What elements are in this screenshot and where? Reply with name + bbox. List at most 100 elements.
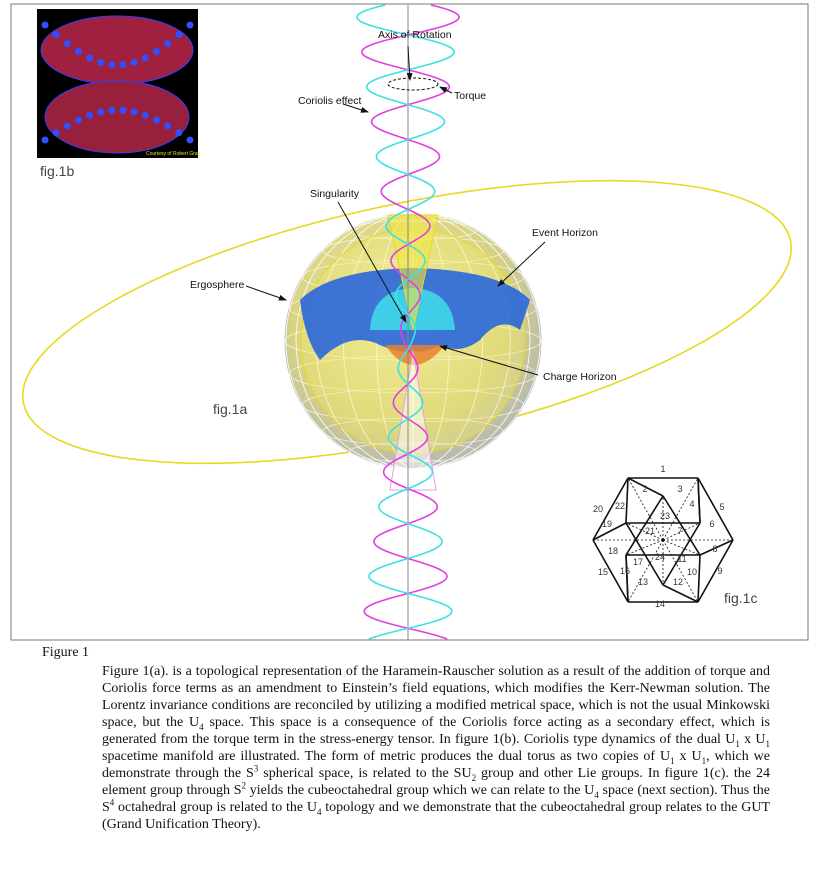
graph-edge — [592, 477, 629, 541]
torus-bead — [175, 129, 183, 137]
edge-number: 11 — [677, 554, 686, 564]
torus-bead — [164, 40, 172, 48]
subscript: 1 — [670, 755, 675, 766]
caption-text: spherical space, is related to the SU — [258, 766, 472, 781]
edge-number: 3 — [677, 484, 682, 494]
graph-edge — [662, 522, 701, 586]
edge-number: 7 — [677, 526, 682, 536]
figure-number: Figure 1 — [42, 645, 90, 660]
graph-edge — [662, 539, 701, 556]
caption-text: space (next section). Thus the S — [102, 783, 770, 815]
label-axis-of-rotation: Axis of Rotation — [378, 29, 452, 41]
torus-bead — [52, 129, 60, 137]
torus-bead — [41, 21, 49, 29]
edge-number: 24 — [655, 552, 665, 562]
torus-bead — [86, 111, 94, 119]
edge-number: 14 — [655, 599, 665, 609]
image-credit: Courtesy of Robert Gray — [146, 151, 201, 157]
torus-bead — [108, 106, 116, 114]
graph-edge — [625, 522, 664, 541]
caption-text: Figure 1(a). is a topological representa… — [102, 664, 770, 730]
torus-bead — [186, 21, 194, 29]
graph-edge — [699, 539, 734, 556]
edge-number: 13 — [638, 577, 648, 587]
graph-edge — [592, 539, 629, 603]
torus-bead — [108, 61, 116, 69]
torus-bead — [175, 31, 183, 39]
edge-number: 2 — [642, 484, 647, 494]
label-fig1b: fig.1b — [40, 163, 74, 179]
torus-bead — [119, 106, 127, 114]
superscript: 4 — [109, 797, 115, 808]
graph-edge — [662, 584, 699, 603]
edge-number: 8 — [712, 544, 717, 554]
edge-number: 15 — [598, 567, 608, 577]
label-singularity: Singularity — [310, 188, 360, 200]
edge-number: 23 — [660, 511, 670, 521]
torus-bead — [97, 108, 105, 116]
torus-bead — [74, 116, 82, 124]
torque-arrow-icon — [387, 77, 439, 91]
torus-bead — [141, 54, 149, 62]
torus-bead — [130, 108, 138, 116]
label-coriolis-effect: Coriolis effect — [298, 95, 361, 107]
superscript: 3 — [253, 763, 259, 774]
caption-text: , which we demonstrate through the S — [102, 749, 770, 781]
edge-number: 5 — [719, 502, 724, 512]
label-fig1a: fig.1a — [213, 401, 247, 417]
graph-edge — [627, 477, 664, 497]
edge-number: 20 — [593, 504, 603, 514]
cyan-helix — [355, 4, 455, 640]
edge-number: 9 — [717, 566, 722, 576]
subscript: 1 — [765, 738, 770, 749]
figure-1-illustration: Axis of Rotation Torque Coriolis effect … — [10, 3, 809, 641]
edge-number: 18 — [608, 546, 618, 556]
graph-edge — [625, 554, 629, 603]
torus-bead — [63, 40, 71, 48]
caption-text: x U — [739, 732, 766, 747]
caption-text: space. This space is a consequence of th… — [102, 715, 770, 747]
graph-edge — [697, 539, 734, 603]
subscript: 2 — [471, 772, 477, 783]
edge-number: 1 — [660, 464, 665, 474]
edge-number: 12 — [673, 577, 683, 587]
torus-bead — [119, 61, 127, 69]
subscript: 4 — [199, 721, 204, 732]
caption-text: yields the cubeoctahedral group which we… — [246, 783, 595, 798]
graph-edge — [697, 477, 734, 541]
torus-bead — [97, 58, 105, 66]
edge-number: 6 — [709, 519, 714, 529]
label-event-horizon: Event Horizon — [532, 227, 598, 239]
figure-caption: Figure 1(a). is a topological representa… — [102, 663, 770, 833]
edge-number: 17 — [633, 557, 643, 567]
caption-text: group and other Lie groups. In figure 1(… — [102, 766, 770, 798]
label-fig1c: fig.1c — [724, 590, 757, 606]
edge-number: 19 — [602, 519, 612, 529]
edge-number: 4 — [689, 499, 694, 509]
torus-bead — [86, 54, 94, 62]
upper-cone — [387, 214, 439, 331]
graph-edge — [697, 477, 701, 524]
graph-edge — [625, 495, 664, 556]
torus-bead — [141, 111, 149, 119]
graph-edge — [625, 522, 664, 586]
caption-text: spacetime manifold are illustrated. The … — [102, 749, 671, 764]
label-torque: Torque — [454, 90, 486, 102]
torus-bead — [63, 122, 71, 130]
caption-text: x U — [674, 749, 702, 764]
caption-text: octahedral group is related to the U — [114, 800, 318, 815]
torus-bead — [41, 136, 49, 144]
subscript: 4 — [317, 806, 322, 817]
fig1a-black-hole-diagram: Axis of Rotation Torque Coriolis effect … — [21, 4, 793, 640]
edge-number: 16 — [620, 566, 630, 576]
subscript: 1 — [701, 755, 707, 766]
graph-edge — [697, 554, 701, 603]
edge-number: 22 — [615, 501, 625, 511]
edge-number: 21 — [645, 526, 655, 536]
torus-bead — [74, 48, 82, 56]
subscript: 4 — [594, 789, 599, 800]
torus-bead — [130, 58, 138, 66]
caption-text: topology and we demonstrate that the cub… — [102, 800, 770, 832]
graph-edge — [592, 522, 627, 541]
